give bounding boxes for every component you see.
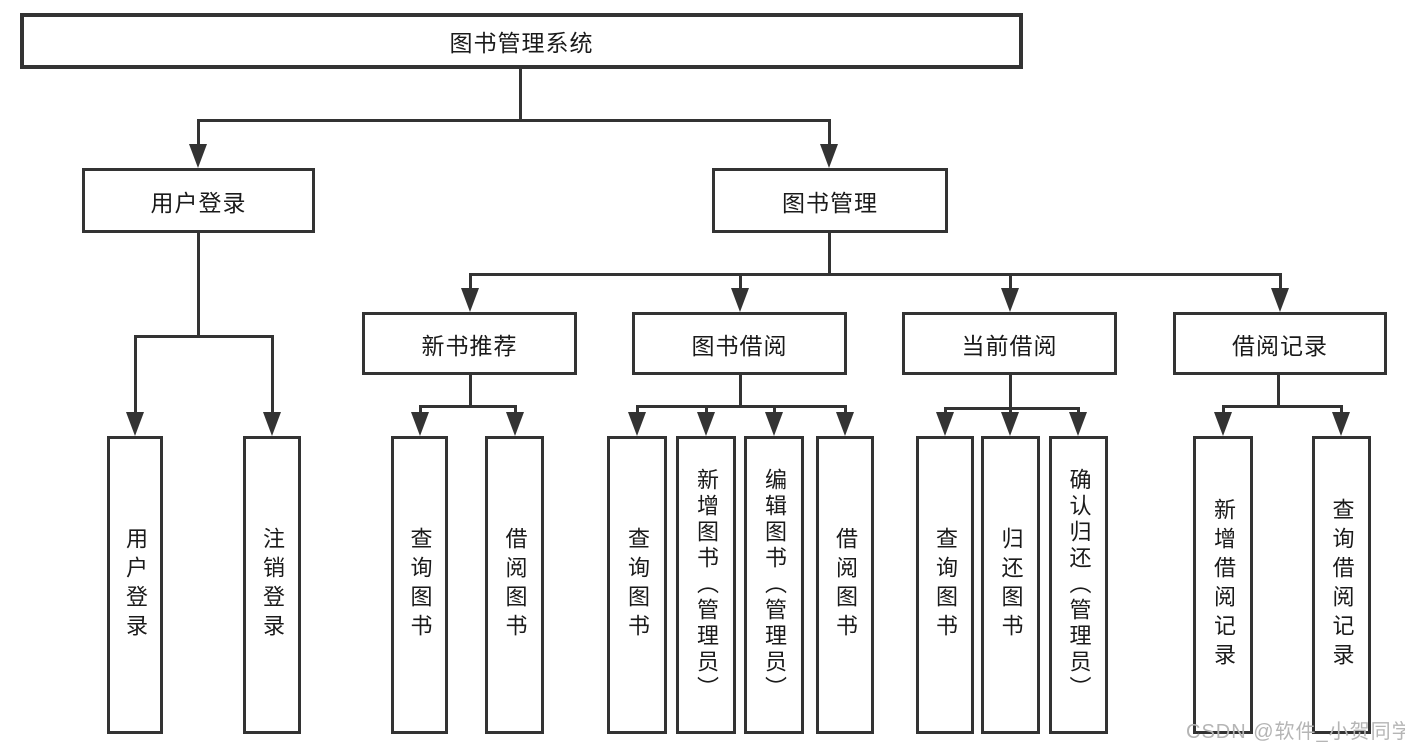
connector-arrowhead xyxy=(1332,412,1350,436)
connector-to-book-mgmt xyxy=(828,119,831,147)
connector-to-login xyxy=(134,335,137,415)
connector-arrowhead xyxy=(836,412,854,436)
node-logout-label: 注销登录 xyxy=(260,527,285,643)
connector-arrowhead xyxy=(189,144,207,168)
node-login-label: 用户登录 xyxy=(123,527,148,643)
node-bb-add-book-admin: 新增图书（管理员） xyxy=(676,436,736,734)
connector-new-book-trunk xyxy=(469,375,472,408)
node-bb-borrow-book: 借阅图书 xyxy=(816,436,874,734)
node-user-login: 用户登录 xyxy=(82,168,315,233)
node-login: 用户登录 xyxy=(107,436,163,734)
node-bb-add-book-admin-label: 新增图书（管理员） xyxy=(694,468,719,702)
node-bb-borrow-book-label: 借阅图书 xyxy=(833,527,858,643)
node-book-management: 图书管理 xyxy=(712,168,948,233)
connector-to-bb-query xyxy=(636,405,639,415)
node-cb-query-book: 查询图书 xyxy=(916,436,974,734)
node-logout: 注销登录 xyxy=(243,436,301,734)
connector-to-borrow-records xyxy=(1279,273,1282,291)
connector-level3-rail xyxy=(469,273,1281,276)
connector-user-login-trunk xyxy=(197,233,200,337)
connector-arrowhead xyxy=(936,412,954,436)
node-bb-query-book: 查询图书 xyxy=(607,436,667,734)
node-book-borrowing: 图书借阅 xyxy=(632,312,847,375)
connector-borrow-record-trunk xyxy=(1277,375,1280,408)
connector-level2-rail xyxy=(197,119,831,122)
connector-to-br-query xyxy=(1340,405,1343,415)
connector-book-borrow-rail xyxy=(636,405,846,408)
node-br-query-record: 查询借阅记录 xyxy=(1312,436,1371,734)
node-cb-query-book-label: 查询图书 xyxy=(933,527,958,643)
connector-arrowhead xyxy=(461,288,479,312)
connector-arrowhead xyxy=(765,412,783,436)
node-cb-confirm-return-admin-label: 确认归还（管理员） xyxy=(1066,468,1092,702)
connector-arrowhead xyxy=(1001,412,1019,436)
connector-to-logout xyxy=(271,335,274,415)
connector-root-trunk xyxy=(519,68,522,120)
connector-arrowhead xyxy=(1214,412,1232,436)
connector-to-bb-add xyxy=(705,405,708,415)
connector-arrowhead xyxy=(697,412,715,436)
node-cb-confirm-return-admin: 确认归还（管理员） xyxy=(1049,436,1108,734)
connector-to-user-login xyxy=(197,119,200,147)
connector-arrowhead xyxy=(820,144,838,168)
connector-arrowhead xyxy=(1271,288,1289,312)
node-borrow-records-label: 借阅记录 xyxy=(1232,332,1328,359)
connector-to-cb-confirm xyxy=(1077,407,1080,415)
connector-to-cb-return xyxy=(1009,407,1012,415)
node-br-query-record-label: 查询借阅记录 xyxy=(1329,498,1355,672)
node-book-management-label: 图书管理 xyxy=(782,189,878,216)
node-current-borrowing: 当前借阅 xyxy=(902,312,1117,375)
connector-borrow-record-rail xyxy=(1222,405,1342,408)
node-new-book-recommend-label: 新书推荐 xyxy=(421,332,518,359)
node-borrow-records: 借阅记录 xyxy=(1173,312,1387,375)
node-library-system-label: 图书管理系统 xyxy=(449,30,594,56)
connector-current-borrow-trunk xyxy=(1009,375,1012,410)
node-nb-query-book-label: 查询图书 xyxy=(407,527,433,643)
connector-to-book-borrowing xyxy=(739,273,742,291)
node-cb-return-book-label: 归还图书 xyxy=(998,527,1024,643)
connector-arrowhead xyxy=(411,412,429,436)
connector-to-current-borrowing xyxy=(1009,273,1012,291)
connector-arrowhead xyxy=(126,412,144,436)
connector-arrowhead xyxy=(263,412,281,436)
node-book-borrowing-label: 图书借阅 xyxy=(691,332,788,359)
connector-to-nb-query xyxy=(419,405,422,415)
node-nb-borrow-book: 借阅图书 xyxy=(485,436,544,734)
connector-to-new-book-recommend xyxy=(469,273,472,291)
node-user-login-label: 用户登录 xyxy=(150,189,247,216)
node-br-add-record-label: 新增借阅记录 xyxy=(1211,498,1236,672)
connector-arrowhead xyxy=(731,288,749,312)
node-br-add-record: 新增借阅记录 xyxy=(1193,436,1253,734)
connector-arrowhead xyxy=(1069,412,1087,436)
node-new-book-recommend: 新书推荐 xyxy=(362,312,577,375)
connector-to-cb-query xyxy=(944,407,947,415)
node-bb-edit-book-admin-label: 编辑图书（管理员） xyxy=(762,468,787,702)
node-cb-return-book: 归还图书 xyxy=(981,436,1040,734)
node-nb-borrow-book-label: 借阅图书 xyxy=(502,527,528,643)
connector-to-bb-borrow xyxy=(844,405,847,415)
connector-book-mgmt-trunk xyxy=(828,233,831,275)
node-current-borrowing-label: 当前借阅 xyxy=(961,332,1058,359)
connector-arrowhead xyxy=(1001,288,1019,312)
connector-to-br-add xyxy=(1222,405,1225,415)
connector-arrowhead xyxy=(506,412,524,436)
connector-to-bb-edit xyxy=(773,405,776,415)
connector-new-book-rail xyxy=(419,405,516,408)
connector-arrowhead xyxy=(628,412,646,436)
node-nb-query-book: 查询图书 xyxy=(391,436,448,734)
connector-user-login-rail xyxy=(134,335,273,338)
node-library-system: 图书管理系统 xyxy=(20,13,1023,69)
node-bb-edit-book-admin: 编辑图书（管理员） xyxy=(744,436,804,734)
watermark: CSDN @软件_小贺同学 xyxy=(1186,721,1405,743)
connector-book-borrow-trunk xyxy=(739,375,742,408)
connector-to-nb-borrow xyxy=(514,405,517,415)
node-bb-query-book-label: 查询图书 xyxy=(625,527,650,643)
